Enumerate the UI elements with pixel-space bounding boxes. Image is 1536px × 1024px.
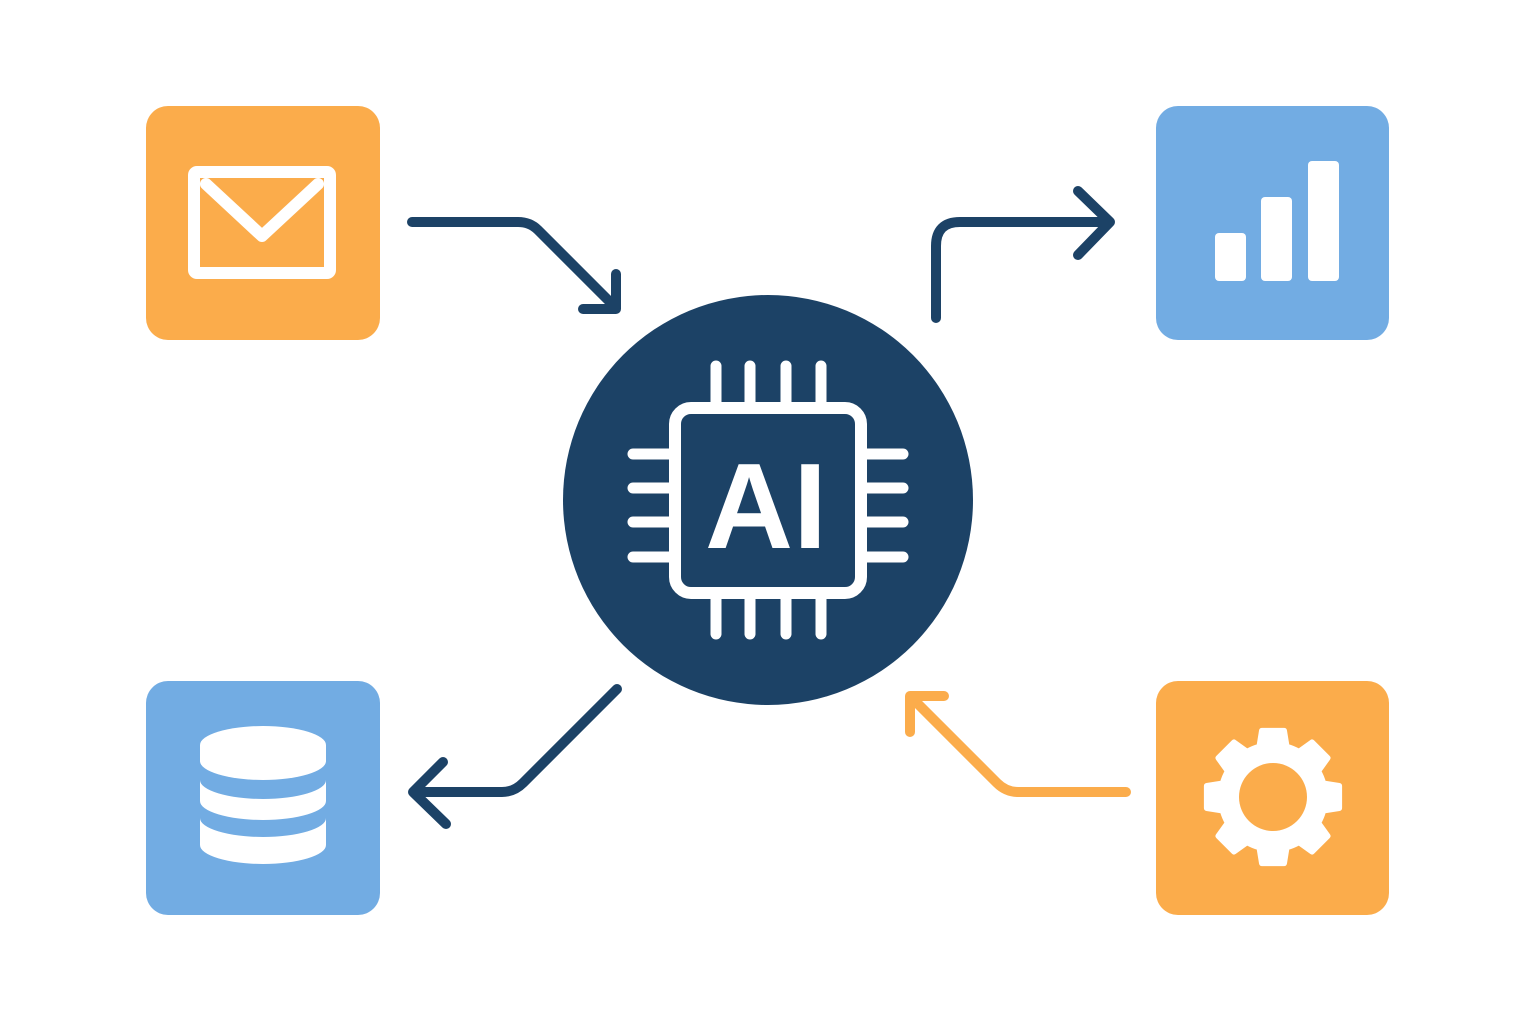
bar-chart-icon (1215, 161, 1339, 281)
analytics-tile (1156, 106, 1389, 340)
arrow-email-to-ai (407, 217, 621, 314)
envelope-icon (188, 166, 336, 279)
gear-hole (1239, 763, 1307, 831)
database-icon (200, 726, 326, 864)
email-tile (146, 106, 380, 340)
ai-label: AI (705, 438, 827, 574)
arrow-settings-to-ai (905, 691, 1131, 797)
arrow-ai-to-analytics (931, 186, 1115, 323)
email-tile-background (146, 106, 380, 340)
bar-chart-bar (1308, 161, 1339, 281)
database-tile (146, 681, 380, 915)
database-tile-background (146, 681, 380, 915)
bar-chart-bar (1261, 197, 1292, 281)
settings-tile (1156, 681, 1389, 915)
ai-node-circle (563, 295, 973, 705)
ai-chip-icon: AI (627, 360, 909, 640)
ai-node: AI (563, 295, 973, 705)
bar-chart-bar (1215, 233, 1246, 281)
gear-icon (1203, 727, 1343, 867)
arrow-ai-to-database (408, 684, 622, 829)
